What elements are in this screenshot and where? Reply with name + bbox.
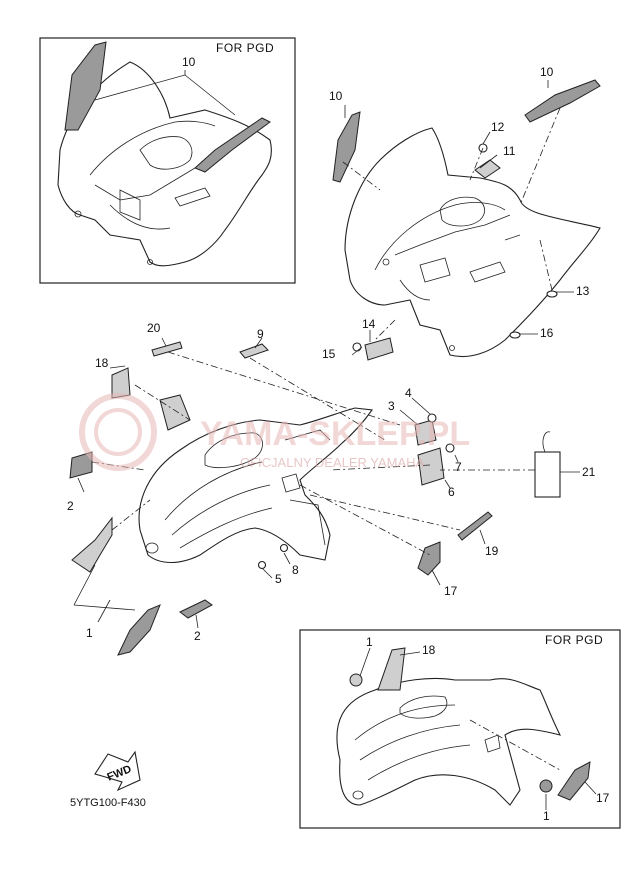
decal-20 [151, 341, 183, 357]
callout-10-right: 10 [540, 65, 554, 79]
callout-12: 12 [491, 120, 505, 134]
callout-8: 8 [292, 563, 299, 577]
inset-bottom-decal-17 [557, 761, 591, 801]
callout-17: 17 [444, 584, 458, 598]
watermark: YAMA-SKLEP.PL OFICJALNY DEALER YAMAHA [79, 393, 470, 471]
inset-top-pgd: FOR PGD 10 [39, 37, 296, 284]
watermark-subtext: OFICJALNY DEALER YAMAHA [240, 455, 425, 470]
plate-3 [414, 419, 437, 446]
inset-bottom-emblem-1-bottom [539, 779, 553, 793]
decal-2-right [179, 599, 213, 619]
callout-2-left: 2 [67, 499, 74, 513]
callout-5: 5 [275, 572, 282, 586]
callout-18: 18 [95, 356, 109, 370]
inset-top-decal-left [64, 41, 107, 131]
bolt-8 [279, 543, 289, 553]
callout-11: 11 [503, 144, 516, 158]
inset-top-frame [39, 37, 296, 284]
callout-7: 7 [455, 460, 462, 474]
inset-bottom-emblem-1-top [349, 673, 363, 687]
plate-6 [417, 447, 445, 486]
callout-20: 20 [147, 321, 161, 335]
decal-10-left [332, 111, 361, 183]
diagram-code: 5YTG100-F430 [70, 797, 146, 809]
callout-3: 3 [388, 399, 395, 413]
front-fender [138, 407, 373, 564]
bolt-12 [478, 131, 491, 153]
callout-16: 16 [540, 326, 554, 340]
decal-left-pad [159, 394, 191, 431]
inset-bottom-callout-18: 18 [422, 643, 436, 657]
callout-6: 6 [448, 485, 455, 499]
inset-top-header: FOR PGD [216, 41, 274, 55]
callout-10-left: 10 [329, 89, 343, 103]
decal-9 [239, 343, 269, 359]
screw-4 [427, 413, 437, 423]
screw-7 [445, 443, 455, 453]
inset-bottom-header: FOR PGD [545, 633, 603, 647]
callout-1: 1 [86, 626, 93, 640]
callout-21: 21 [582, 465, 596, 479]
grommet-16 [509, 331, 521, 339]
callout-2-right: 2 [194, 629, 201, 643]
decal-1-upper [71, 516, 113, 573]
callout-14: 14 [362, 317, 376, 331]
inset-bottom-pgd: FOR PGD 1 18 17 1 [299, 629, 621, 829]
plate-14 [364, 337, 394, 361]
strip-19 [457, 511, 493, 541]
decal-2-left [69, 451, 93, 479]
tag-21 [534, 431, 561, 498]
callout-13: 13 [576, 284, 590, 298]
inset-bottom-callout-1-top: 1 [366, 635, 373, 649]
watermark-logo-icon [79, 393, 157, 471]
nut-5 [257, 560, 267, 570]
decal-11 [474, 159, 501, 179]
inset-bottom-frame [299, 629, 621, 829]
screw-15 [352, 342, 362, 352]
inset-top-decal-right [194, 117, 271, 173]
inset-bottom-callout-1-bottom: 1 [543, 809, 550, 823]
watermark-text: YAMA-SKLEP.PL [200, 415, 470, 453]
decal-1-lower [117, 604, 161, 656]
callout-19: 19 [485, 544, 499, 558]
rear-fender-assembly [344, 127, 601, 358]
inset-bottom-callout-17: 17 [596, 791, 610, 805]
decal-10-right [524, 79, 601, 123]
decal-17 [417, 541, 441, 576]
inset-bottom-decal-18 [377, 647, 406, 691]
callout-4: 4 [405, 386, 412, 400]
grommet-13 [546, 290, 558, 298]
inset-top-callout-10: 10 [182, 55, 196, 69]
callout-15: 15 [322, 347, 336, 361]
callout-9: 9 [257, 327, 264, 341]
fwd-arrow-icon: FWD [94, 750, 141, 792]
